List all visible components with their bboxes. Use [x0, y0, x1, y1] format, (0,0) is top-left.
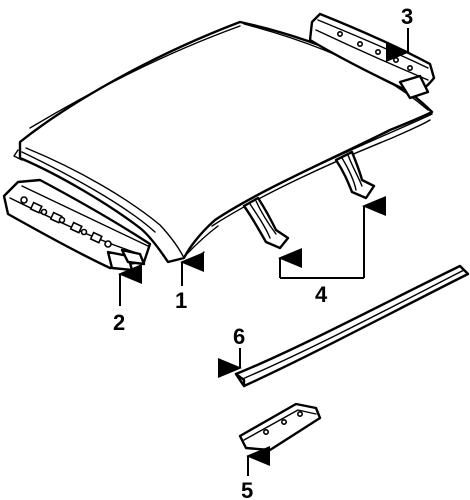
front-header-panel	[308, 12, 436, 100]
reinforcement-bracket	[238, 402, 322, 452]
roof-bows	[242, 150, 376, 250]
callout-4: 4	[315, 282, 328, 307]
rear-header-panel	[2, 178, 152, 272]
callout-6: 6	[233, 324, 245, 349]
side-rail	[234, 264, 470, 388]
callout-2: 2	[113, 310, 125, 335]
callout-1: 1	[175, 288, 187, 313]
callout-5: 5	[241, 478, 253, 500]
callout-3: 3	[401, 4, 413, 29]
